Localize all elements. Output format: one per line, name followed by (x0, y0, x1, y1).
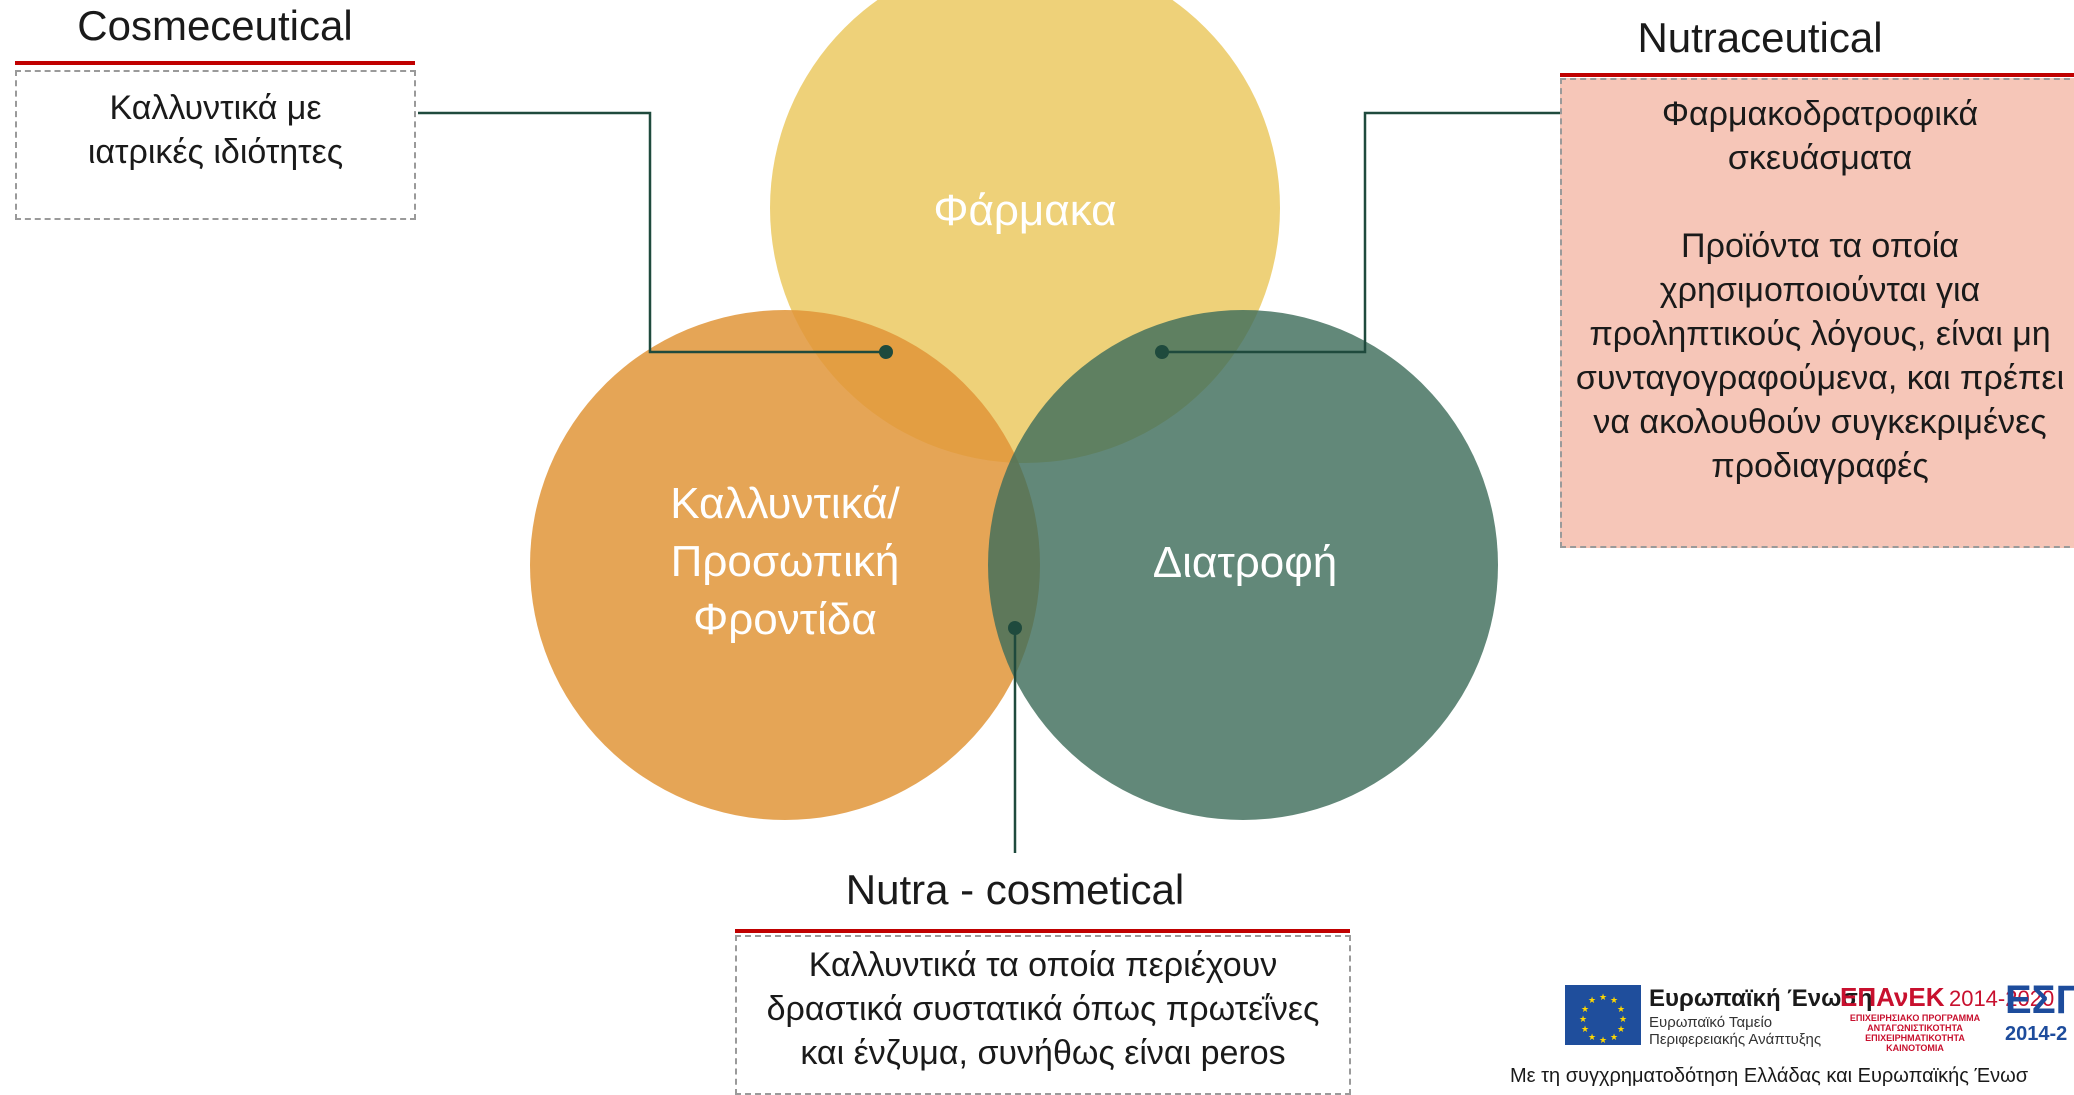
nutracosmetical-accent-line (735, 929, 1350, 933)
nutracosmetical-connector-dot (1008, 621, 1022, 635)
epanek-logo: ΕΠΑνΕΚ 2014-2020 ΕΠΙΧΕΙΡΗΣΙΑΚΟ ΠΡΟΓΡΑΜΜΑ… (1840, 982, 2054, 1053)
cosmeceutical-accent-line (15, 61, 415, 65)
cosmeceutical-box: Καλλυντικά με ιατρικές ιδιότητες (15, 70, 416, 220)
cosmetics-circle (530, 310, 1040, 820)
nutraceutical-box: Φαρμακοδρατροφικά σκευάσματα Προϊόντα τα… (1560, 78, 2074, 548)
cosmeceutical-connector-dot (879, 345, 893, 359)
nutracosmetical-title: Nutra - cosmetical (845, 866, 1185, 913)
epanek-sub-2: ΑΝΤΑΓΩΝΙΣΤΙΚΟΤΗΤΑ (1867, 1023, 1963, 1033)
epanek-sub-3: ΕΠΙΧΕΙΡΗΜΑΤΙΚΟΤΗΤΑ (1865, 1033, 1965, 1043)
cosmeceutical-description: Καλλυντικά με ιατρικές ιδιότητες (87, 89, 344, 171)
nutraceutical-connector (1162, 111, 1560, 354)
nutraceutical-gap (1570, 180, 2070, 224)
epanek-sub-1: ΕΠΙΧΕΙΡΗΣΙΑΚΟ ΠΡΟΓΡΑΜΜΑ (1849, 1013, 1981, 1023)
nutrition-circle (988, 310, 1498, 820)
nutraceutical-title: Nutraceutical (1637, 14, 1883, 61)
epanek-sub-4: ΚΑΙΝΟΤΟΜΙΑ (1886, 1043, 1944, 1053)
nutraceutical-accent-line (1560, 73, 2074, 77)
espa-logo: ΕΣΠ 2014-2 (2005, 978, 2074, 1046)
nutracosmetical-description: Καλλυντικά τα οποία περιέχουν δραστικά σ… (766, 946, 1320, 1072)
eu-region: Περιφερειακής Ανάπτυξης (1649, 1031, 1822, 1048)
nutraceutical-connector-dot (1155, 345, 1169, 359)
nutracosmetical-box: Καλλυντικά τα οποία περιέχουν δραστικά σ… (735, 935, 1351, 1095)
cofunding-note: Με τη συγχρηματοδότηση Ελλάδας και Ευρωπ… (1510, 1065, 2029, 1087)
nutraceutical-subtitle: Φαρμακοδρατροφικά σκευάσματα (1661, 95, 1979, 177)
nutraceutical-description: Προϊόντα τα οποία χρησιμοποιούνται για π… (1575, 227, 2065, 485)
eu-flag-icon: ★ ★ ★ ★ ★ ★ ★ ★ ★ ★ ★ ★ (1565, 985, 1641, 1045)
epanek-years: 2014-2020 (1948, 986, 2055, 1011)
espa-name: ΕΣΠ (2005, 978, 2074, 1022)
espa-years: 2014-2 (2005, 1023, 2068, 1045)
eu-name: Ευρωπαϊκή Ένωση (1649, 985, 1873, 1012)
cosmeceutical-title: Cosmeceutical (77, 2, 353, 49)
epanek-name: ΕΠΑνΕΚ (1840, 982, 1945, 1012)
eu-fund: Ευρωπαϊκό Ταμείο (1649, 1014, 1773, 1031)
cosmeceutical-connector (418, 111, 886, 354)
eu-logo: ★ ★ ★ ★ ★ ★ ★ ★ ★ ★ ★ ★ Ευρωπαϊκή Ένωση … (1565, 985, 1872, 1048)
